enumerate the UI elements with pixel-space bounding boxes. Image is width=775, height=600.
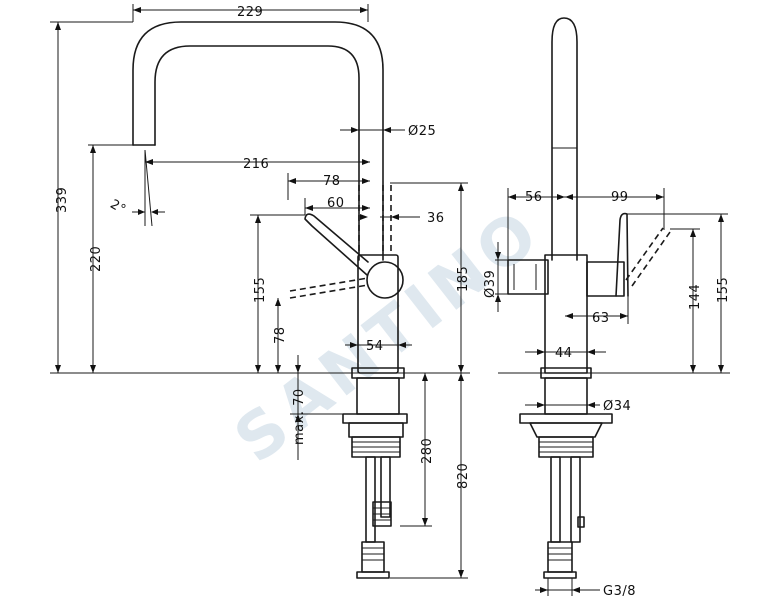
- dim-155-left: 155: [253, 277, 268, 303]
- faucet-front-view: [498, 17, 730, 579]
- dim-99: 99: [611, 190, 629, 205]
- dim-155-right: 155: [716, 277, 731, 303]
- dim-dia39: Ø39: [483, 270, 498, 298]
- watermark: SANTINO: [222, 194, 556, 478]
- dim-54: 54: [366, 339, 384, 354]
- dim-dia34: Ø34: [603, 399, 631, 414]
- dim-820: 820: [456, 463, 471, 489]
- dim-78-vertical: 78: [273, 326, 288, 344]
- dim-dia25: Ø25: [408, 124, 436, 139]
- dim-78: 78: [323, 174, 341, 189]
- dim-60: 60: [327, 196, 345, 211]
- dim-220: 220: [89, 246, 104, 272]
- watermark-text: SANTINO: [222, 194, 556, 478]
- dim-185: 185: [456, 266, 471, 292]
- dim-56: 56: [525, 190, 543, 205]
- dim-339: 339: [55, 187, 70, 213]
- dim-max70: max. 70: [292, 388, 307, 445]
- dim-44: 44: [555, 346, 573, 361]
- dim-229: 229: [237, 5, 263, 20]
- right-dimensions: [495, 188, 728, 596]
- dim-144: 144: [688, 284, 703, 310]
- dim-g38: G3/8: [603, 584, 636, 599]
- left-dimensions: [50, 4, 468, 579]
- dim-2deg: 2°: [107, 197, 128, 218]
- dim-36: 36: [427, 211, 445, 226]
- dim-280: 280: [420, 438, 435, 464]
- faucet-side-view: [50, 21, 470, 579]
- dim-216: 216: [243, 157, 269, 172]
- dim-63: 63: [592, 311, 610, 326]
